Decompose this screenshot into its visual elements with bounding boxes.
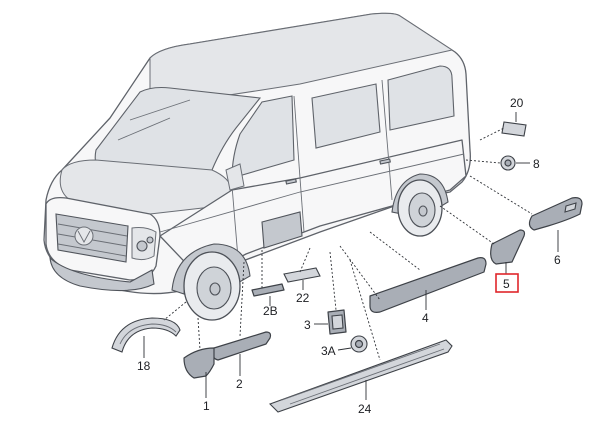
label-18: 18 — [137, 359, 151, 373]
part-20-plate: 20 — [501, 96, 527, 137]
label-4: 4 — [422, 311, 429, 325]
part-24-sill-trim: 24 — [269, 339, 453, 416]
label-3a: 3A — [321, 344, 336, 358]
label-2b: 2B — [263, 304, 278, 318]
part-2b-strip: 2B — [251, 283, 285, 318]
part-2-door-molding: 2 — [212, 331, 272, 391]
part-3-bracket: 3 — [304, 309, 347, 335]
label-3: 3 — [304, 318, 311, 332]
part-3a-clip: 3A — [321, 335, 368, 358]
label-22: 22 — [296, 291, 310, 305]
label-1: 1 — [203, 399, 210, 413]
label-6: 6 — [554, 253, 561, 267]
part-22-pad: 22 — [283, 267, 321, 305]
label-2: 2 — [236, 377, 243, 391]
highlight-box-5 — [495, 273, 519, 293]
reference-lines — [163, 127, 533, 361]
label-8: 8 — [533, 157, 540, 171]
van-illustration — [43, 12, 471, 321]
label-5: 5 — [503, 277, 510, 291]
part-5-trim: 5 — [490, 229, 526, 293]
part-6-rear-trim: 6 — [528, 197, 583, 267]
label-20: 20 — [510, 96, 524, 110]
part-4-side-molding: 4 — [369, 257, 487, 325]
part-8-cap: 8 — [500, 155, 540, 171]
part-1-front-trim: 1 — [183, 347, 215, 413]
part-18-arch-flare: 18 — [111, 317, 181, 373]
label-24: 24 — [358, 402, 372, 416]
